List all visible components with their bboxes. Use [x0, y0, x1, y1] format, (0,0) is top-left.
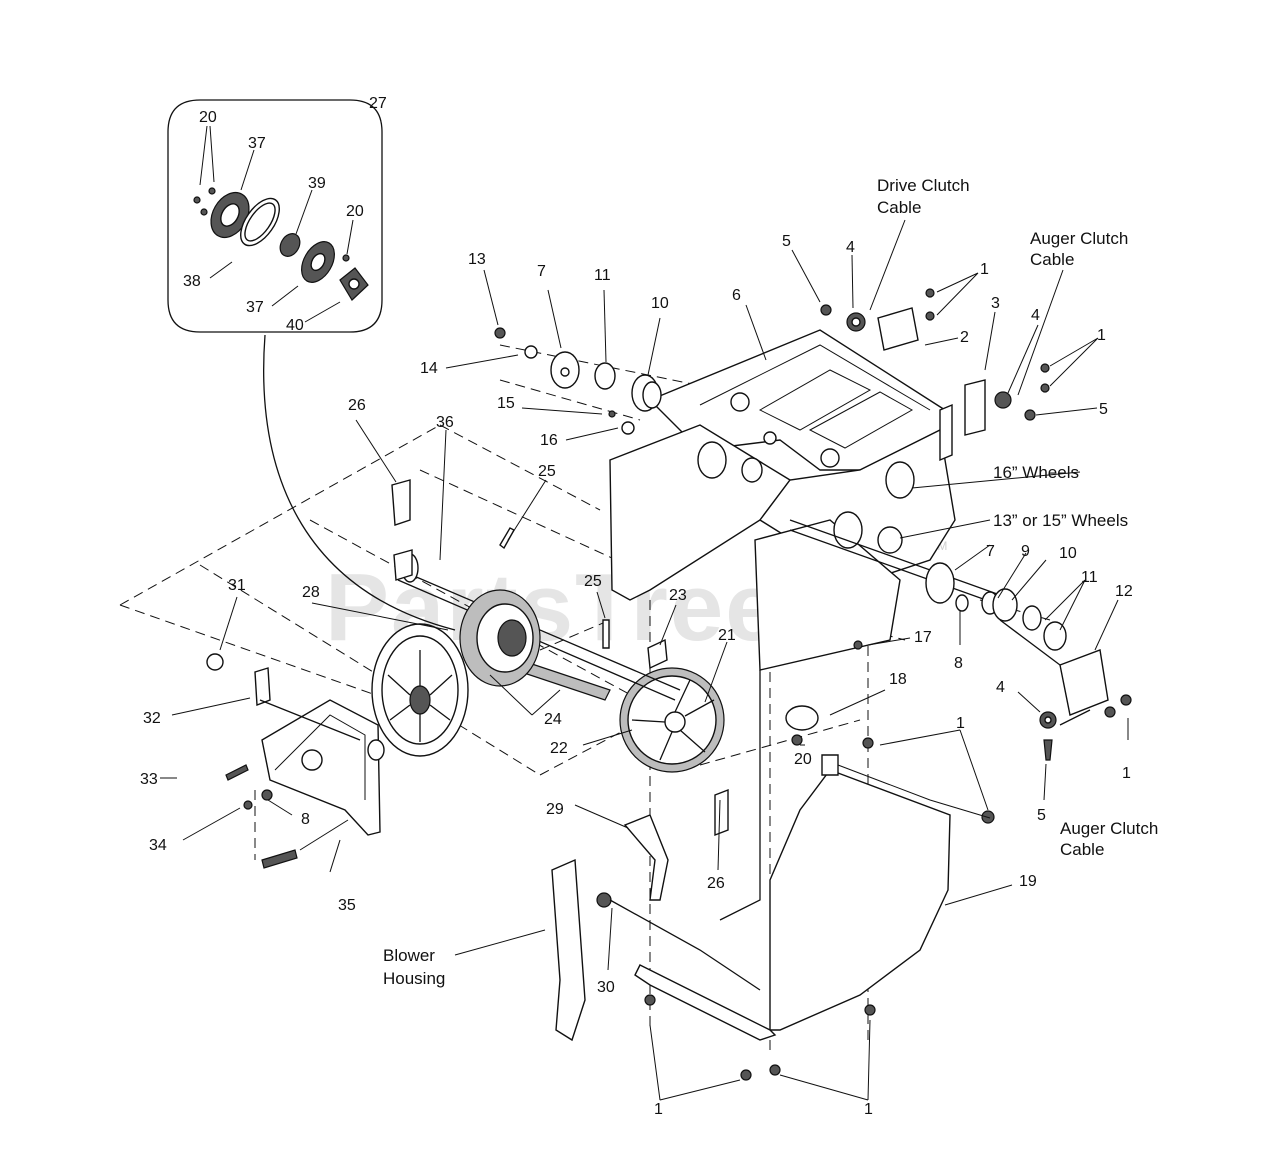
callout-label: 36 [436, 414, 454, 431]
callout-label: 5 [782, 233, 791, 250]
callout-label: 35 [338, 897, 356, 914]
callout-label: 1 [956, 715, 965, 732]
callout-label: 4 [846, 239, 855, 256]
callout-label: 4 [996, 679, 1005, 696]
leader-lines [160, 219, 1129, 1101]
callout-label: 37 [246, 299, 264, 316]
callout-label: 39 [308, 175, 326, 192]
caption-drive-clutch-cable-line2: Cable [877, 198, 921, 217]
callout-label: 3 [991, 295, 1000, 312]
callout-label: 8 [954, 655, 963, 672]
callout-label: 40 [286, 317, 304, 334]
callout-label: 33 [140, 771, 158, 788]
callout-label: 31 [228, 577, 246, 594]
callout-label: 17 [914, 629, 932, 646]
callout-label: 10 [1059, 545, 1077, 562]
callout-label: 10 [651, 295, 669, 312]
callout-label: 20 [199, 109, 217, 126]
callout-label: 7 [986, 543, 995, 560]
callout-label: 4 [1031, 307, 1040, 324]
callout-label: 32 [143, 710, 161, 727]
callout-label: 6 [732, 287, 741, 304]
caption-auger-clutch-cable-top-line1: Auger Clutch [1030, 229, 1128, 248]
inset-bearing-assembly [167, 99, 456, 631]
callout-label: 8 [301, 811, 310, 828]
callout-label: 25 [584, 573, 602, 590]
callout-label: 2 [960, 329, 969, 346]
callout-label: 12 [1115, 583, 1133, 600]
callout-label: 15 [497, 395, 515, 412]
caption-16-inch-wheels: 16” Wheels [993, 463, 1079, 482]
callout-label: 38 [183, 273, 201, 290]
callout-label: 23 [669, 587, 687, 604]
callout-label: 7 [537, 263, 546, 280]
callout-label: 28 [302, 584, 320, 601]
caption-blower-housing-line2: Housing [383, 969, 445, 988]
callout-label: 16 [540, 432, 558, 449]
callout-label: 1 [980, 261, 989, 278]
callout-label: 20 [346, 203, 364, 220]
callout-label: 20 [794, 751, 812, 768]
callout-label: 5 [1037, 807, 1046, 824]
callout-label: 21 [718, 627, 736, 644]
caption-auger-clutch-cable-bottom-line2: Cable [1060, 840, 1104, 859]
part-captions: Drive Clutch Cable Auger Clutch Cable 16… [383, 176, 1158, 988]
callout-label: 37 [248, 135, 266, 152]
caption-blower-housing-line1: Blower [383, 946, 435, 965]
callout-labels: 27 20 37 39 20 38 37 40 13 7 11 10 14 15… [140, 95, 1133, 1118]
callout-label: 27 [369, 95, 387, 112]
callout-label: 1 [1122, 765, 1131, 782]
callout-label: 1 [1097, 327, 1106, 344]
callout-label: 5 [1099, 401, 1108, 418]
caption-auger-clutch-cable-bottom-line1: Auger Clutch [1060, 819, 1158, 838]
callout-label: 24 [544, 711, 562, 728]
callout-label: 1 [864, 1101, 873, 1118]
callout-label: 29 [546, 801, 564, 818]
callout-label: 14 [420, 360, 438, 377]
callout-label: 9 [1021, 543, 1030, 560]
callout-label: 26 [348, 397, 366, 414]
callout-label: 30 [597, 979, 615, 996]
callout-label: 22 [550, 740, 568, 757]
main-assembly-art [119, 288, 1132, 1081]
callout-label: 34 [149, 837, 167, 854]
callout-label: 26 [707, 875, 725, 892]
callout-label: 25 [538, 463, 556, 480]
callout-label: 19 [1019, 873, 1037, 890]
callout-label: 1 [654, 1101, 663, 1118]
caption-auger-clutch-cable-top-line2: Cable [1030, 250, 1074, 269]
callout-label: 11 [594, 267, 611, 284]
caption-drive-clutch-cable-line1: Drive Clutch [877, 176, 970, 195]
callout-label: 13 [468, 251, 486, 268]
caption-13-or-15-inch-wheels: 13” or 15” Wheels [993, 511, 1128, 530]
callout-label: 18 [889, 671, 907, 688]
callout-label: 11 [1081, 569, 1098, 586]
